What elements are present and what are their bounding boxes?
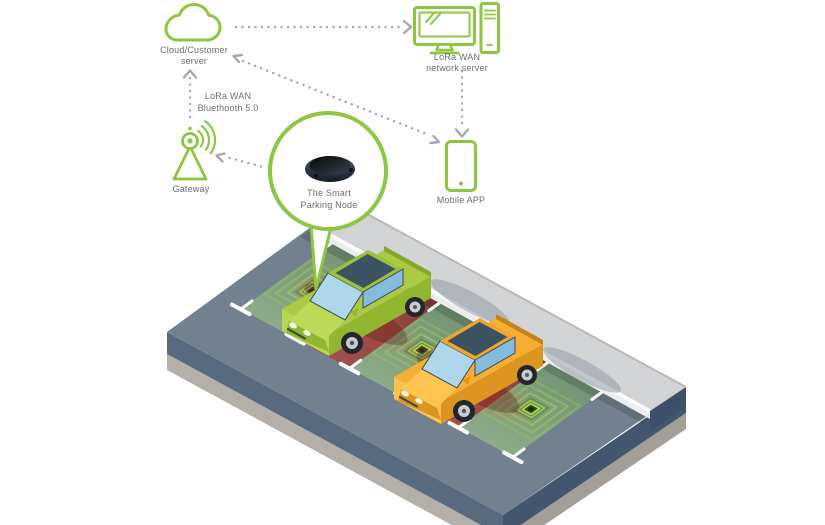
mobile-app-label: Mobile APP [437,195,486,205]
gateway-label: Gateway [173,184,210,194]
road-right-face [650,387,686,431]
cloud-label-line2: server [181,56,207,66]
parking-node-label-line1: The Smart [307,188,351,198]
car-shadow-on-road-2 [543,347,621,393]
link-node-to-gateway [224,155,263,168]
road-far-edge [344,201,687,388]
link-cloud-to-mobile [241,59,431,137]
arrowhead-right-icon [402,19,413,35]
car-shadow-on-road-1 [431,279,509,325]
arrowhead-down-icon [454,128,470,138]
server-label-line2: network server [426,63,488,73]
wireless-link-label-line2: Bluethooth 5.0 [198,103,259,113]
server-label-line1: LoRa WAN [434,52,480,62]
arrowhead-up-icon [182,69,198,79]
arrowhead-upleft-icon [232,53,244,64]
platform-side-left [167,332,503,525]
wireless-link-label-line1: LoRa WAN [205,91,251,101]
road-surface [314,202,686,411]
network-diagram: Cloud/Customer server LoRa WAN network s… [160,2,500,291]
arrowhead-left-icon [215,152,226,163]
parking-node-label-line2: Parking Node [301,200,358,210]
desktop-computer-icon [413,2,500,55]
cloud-label-line1: Cloud/Customer [160,45,228,55]
gateway-antenna-icon [172,120,217,181]
cloud-icon [164,3,222,42]
arrowhead-downright-icon [429,134,441,145]
parking-node-callout: The Smart Parking Node [268,111,388,291]
smartphone-icon [445,140,477,192]
parking-lot-illustration [167,201,687,525]
parking-node-device-icon [305,156,355,182]
connectors [182,19,470,168]
platform-side-right [503,391,686,525]
platform-base-right [520,413,686,525]
platform-base-left [167,354,481,525]
